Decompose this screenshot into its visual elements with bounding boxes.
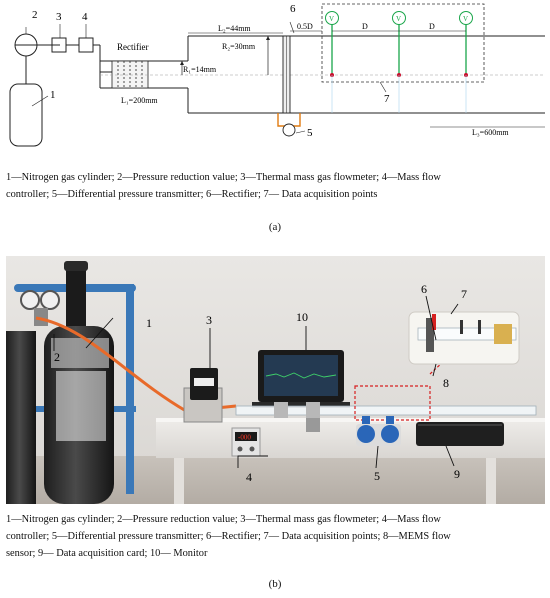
inlet-rectifier [111,60,149,89]
label-6: 6 [290,3,296,15]
mass-flow-controller: -000 [231,427,261,457]
experiment-photo: -000 [6,256,545,504]
data-acquisition-region [321,3,485,83]
pressure-regulator [20,290,60,326]
photo-label-7: 7 [461,287,467,301]
caption-b: 1—Nitrogen gas cylinder; 2—Pressure redu… [6,511,546,562]
label-3: 3 [56,11,62,23]
caption-b-line-2: controller; 5—Differential pressure tran… [6,531,451,542]
label-b: (b) [268,578,282,590]
test-pipe [235,402,537,432]
sensor-probe-2 [392,11,406,113]
label-2: 2 [32,9,38,21]
gas-cylinder [9,83,43,147]
offset-dimension: 0.5D [297,22,313,31]
r2-dimension: R₂=30mm [222,42,256,51]
meter-readout: -000 [238,434,251,442]
sensor-v-1: V [329,15,334,23]
monitor-laptop [252,350,350,408]
caption-a-line-2: controller; 5—Differential pressure tran… [6,189,378,200]
spacing-d1: D [362,22,368,31]
label-4: 4 [82,11,88,23]
l3-dimension: L₃=600mm [472,128,509,137]
data-acquisition-card [416,422,504,446]
nitrogen-cylinder [6,261,114,504]
photo-label-9: 9 [454,467,460,481]
r1-dimension: R₁=14mm [183,65,217,74]
photo-label-6: 6 [421,282,427,296]
differential-pressure-transmitter [356,416,401,446]
label-5: 5 [307,127,313,139]
photo-label-4: 4 [246,470,252,484]
caption-a: 1—Nitrogen gas cylinder; 2—Pressure redu… [6,169,546,203]
sensor-inset [408,311,520,365]
thermal-mass-flowmeter [183,368,223,423]
caption-b-line-3: sensor; 9— Data acquisition card; 10— Mo… [6,548,208,559]
caption-b-line-1: 1—Nitrogen gas cylinder; 2—Pressure redu… [6,514,441,525]
photo-label-1: 1 [146,316,152,330]
caption-a-line-1: 1—Nitrogen gas cylinder; 2—Pressure redu… [6,172,441,183]
photo-label-5: 5 [374,469,380,483]
label-7: 7 [384,93,390,105]
spacing-d2: D [429,22,435,31]
photo-label-2: 2 [54,350,60,364]
sensor-v-3: V [463,15,468,23]
schematic-diagram: 2 3 4 1 Rectifier L₁=200mm R₁=14mm L₂=44… [9,3,545,147]
differential-pressure-transmitter [277,113,301,137]
sensor-probe-3 [459,11,473,113]
photo-label-10: 10 [296,310,308,324]
l2-dimension: L₂=44mm [218,24,251,33]
mass-flow-controller [78,37,94,53]
photo-label-3: 3 [206,313,212,327]
label-1: 1 [50,89,56,101]
sensor-v-2: V [396,15,401,23]
photo-label-8: 8 [443,376,449,390]
sensor-probe-1 [325,11,339,113]
rectifier-label: Rectifier [117,42,148,52]
l1-dimension: L₁=200mm [121,96,158,105]
label-a: (a) [268,221,282,233]
